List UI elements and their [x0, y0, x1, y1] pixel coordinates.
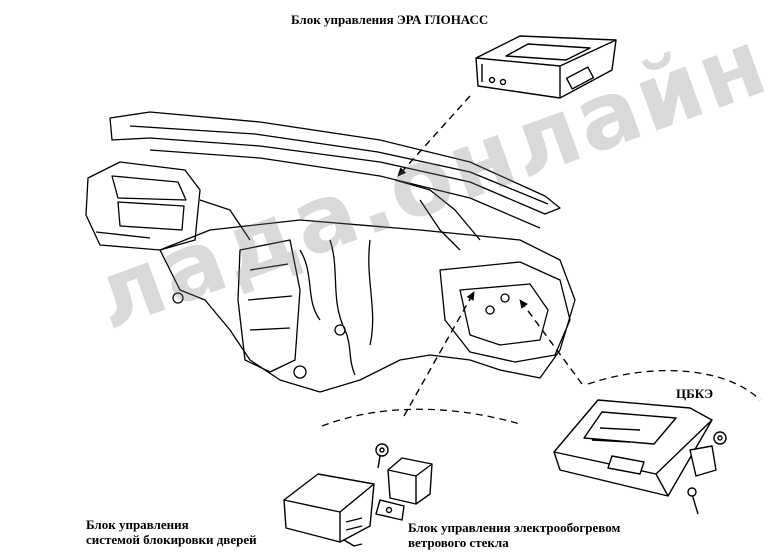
heated-windscreen-relay	[375, 443, 433, 521]
label-heated-glass-line1: Блок управления электрообогревом	[408, 520, 621, 535]
label-era-glonass: Блок управления ЭРА ГЛОНАСС	[291, 12, 489, 27]
label-door-lock: Блок управления системой блокировки двер…	[86, 517, 257, 547]
label-cbke: ЦБКЭ	[676, 386, 714, 401]
label-heated-glass-line2: ветрового стекла	[408, 535, 509, 550]
door-lock-module	[283, 473, 375, 547]
label-heated-glass: Блок управления электрообогревом ветрово…	[408, 520, 620, 550]
leader-arrows	[397, 95, 583, 417]
era-glonass-module	[475, 35, 617, 99]
cbke-module	[553, 399, 727, 515]
callout-arcs	[321, 370, 761, 427]
arrow-era-glonass	[397, 95, 471, 177]
arrow-cbke	[519, 299, 583, 385]
label-door-lock-line1: Блок управления	[86, 517, 189, 532]
instrument-panel-assembly	[85, 111, 576, 393]
arrow-door-lock	[403, 291, 475, 417]
label-door-lock-line2: системой блокировки дверей	[86, 532, 257, 547]
